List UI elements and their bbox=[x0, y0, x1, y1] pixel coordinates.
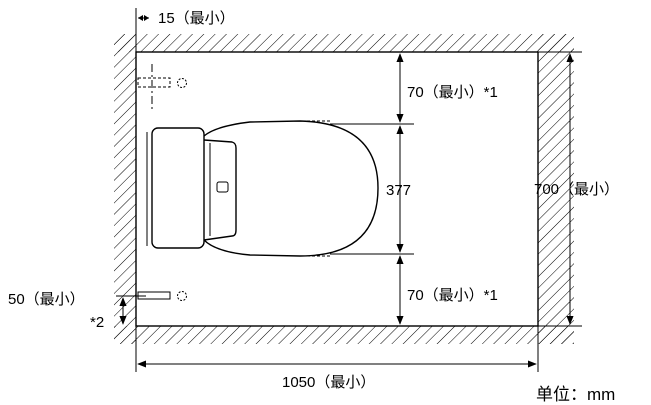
clearance-bottom-label: 70（最小）*1 bbox=[407, 287, 498, 304]
room-depth-dimension bbox=[538, 51, 582, 327]
room-width-label: 1050（最小） bbox=[282, 374, 375, 391]
unit-label: 单位：mm bbox=[536, 385, 615, 404]
note-2-label: *2 bbox=[90, 314, 104, 331]
room-width-dimension bbox=[135, 326, 539, 372]
clearance-left-dimension bbox=[135, 8, 149, 52]
clearance-left-label: 15（最小） bbox=[158, 10, 235, 27]
toilet-top-view bbox=[146, 120, 379, 257]
lower-pipe bbox=[116, 291, 187, 301]
wall-hatching bbox=[114, 34, 574, 344]
pipe-height-label: 50（最小） bbox=[8, 291, 85, 308]
upper-pipe bbox=[137, 64, 187, 110]
seat-width-label: 377 bbox=[386, 182, 411, 199]
room-depth-label: 700（最小） bbox=[534, 181, 619, 198]
room-outline bbox=[135, 51, 539, 327]
clearance-top-label: 70（最小）*1 bbox=[407, 84, 498, 101]
